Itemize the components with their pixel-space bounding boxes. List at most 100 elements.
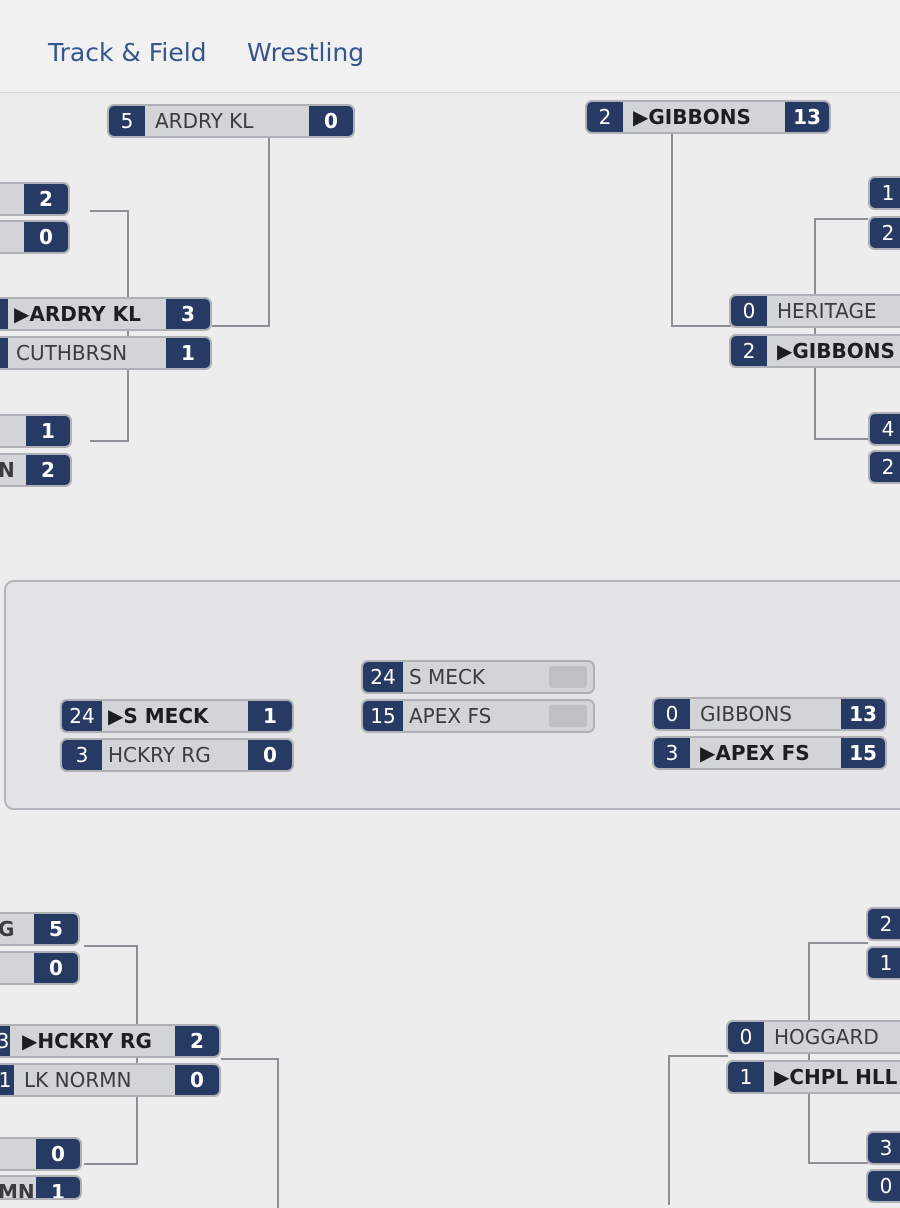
seed-badge: [0, 338, 8, 368]
score-badge: 2: [26, 455, 70, 485]
matchup-r1-top-left-b-top[interactable]: 1: [0, 414, 72, 448]
seed-badge: 0: [728, 1022, 764, 1052]
team-name: N: [0, 455, 15, 485]
seed-badge: 2: [870, 452, 900, 482]
matchup-r1-bottom-left-b-bottom[interactable]: MN 1: [0, 1175, 82, 1200]
score-badge: 0: [309, 106, 353, 136]
seed-badge: 3: [62, 740, 102, 770]
matchup-r1-bottom-right-a-bottom[interactable]: 1: [866, 946, 900, 980]
seed-badge: 0: [868, 1171, 900, 1201]
matchup-r1-bottom-right-a-top[interactable]: 2: [866, 907, 900, 941]
matchup-r1-bottom-right-b-top[interactable]: 3: [866, 1131, 900, 1165]
matchup-semi-bottom-right-loser[interactable]: 0 HOGGARD: [726, 1020, 900, 1054]
seed-badge: 1: [870, 178, 900, 208]
seed-badge: 2: [587, 102, 623, 132]
connector-line: [671, 133, 673, 327]
matchup-champ-right-loser[interactable]: 0 GIBBONS 13: [652, 697, 887, 731]
score-badge: 1: [248, 701, 292, 731]
connector-line: [90, 210, 128, 212]
matchup-final-top-left[interactable]: 5 ARDRY KL 0: [107, 104, 355, 138]
seed-badge: 24: [62, 701, 102, 731]
connector-line: [268, 137, 270, 327]
seed-badge: 24: [363, 662, 403, 692]
seed-badge: 2: [868, 909, 900, 939]
team-name: ▶GIBBONS: [633, 105, 751, 129]
matchup-r1-top-left-a-top[interactable]: 2: [0, 182, 70, 216]
seed-badge: 3: [868, 1133, 900, 1163]
matchup-r1-top-right-b-bottom[interactable]: 2: [868, 450, 900, 484]
score-badge: 13: [785, 102, 829, 132]
score-badge: 0: [24, 222, 68, 252]
matchup-champ-center-top[interactable]: 24 S MECK: [361, 660, 595, 694]
score-badge: 0: [248, 740, 292, 770]
score-badge: 2: [24, 184, 68, 214]
team-name: APEX FS: [409, 704, 492, 728]
matchup-semi-bottom-left-winner[interactable]: 3 ▶HCKRY RG 2: [0, 1024, 221, 1058]
matchup-champ-left-winner[interactable]: 24 ▶S MECK 1: [60, 699, 294, 733]
team-name: ▶GIBBONS: [777, 339, 895, 363]
matchup-semi-top-right-loser[interactable]: 0 HERITAGE: [729, 294, 900, 328]
connector-line: [90, 440, 128, 442]
score-badge: 13: [841, 699, 885, 729]
connector-line: [221, 1058, 279, 1060]
score-badge: 15: [841, 738, 885, 768]
matchup-champ-right-winner[interactable]: 3 ▶APEX FS 15: [652, 736, 887, 770]
tab-wrestling[interactable]: Wrestling: [247, 38, 365, 67]
matchup-semi-top-right-winner[interactable]: 2 ▶GIBBONS: [729, 334, 900, 368]
connector-line: [814, 218, 868, 220]
matchup-semi-bottom-left-loser[interactable]: 1 LK NORMN 0: [0, 1063, 221, 1097]
team-name: ▶CHPL HLL: [774, 1065, 898, 1089]
matchup-r1-top-left-a-bottom[interactable]: 0: [0, 220, 70, 254]
score-badge: 5: [34, 914, 78, 944]
score-badge-empty: [549, 666, 587, 688]
connector-line: [814, 438, 868, 440]
seed-badge: 0: [654, 699, 690, 729]
connector-line: [84, 1163, 138, 1165]
seed-badge: 15: [363, 701, 403, 731]
team-name: LK NORMN: [24, 1068, 132, 1092]
score-badge: 1: [26, 416, 70, 446]
team-name: MN: [0, 1180, 35, 1200]
matchup-r1-bottom-left-a-bottom[interactable]: 0: [0, 951, 80, 985]
matchup-final-top-right[interactable]: 2 ▶GIBBONS 13: [585, 100, 831, 134]
connector-line: [808, 942, 868, 944]
tab-track-and-field[interactable]: Track & Field: [48, 38, 207, 67]
connector-line: [212, 325, 270, 327]
seed-badge: 1: [728, 1062, 764, 1092]
matchup-semi-top-left-loser[interactable]: CUTHBRSN 1: [0, 336, 212, 370]
matchup-r1-bottom-right-b-bottom[interactable]: 0: [866, 1169, 900, 1203]
seed-badge: 4: [870, 414, 900, 444]
connector-line: [277, 1058, 279, 1208]
matchup-semi-bottom-right-winner[interactable]: 1 ▶CHPL HLL: [726, 1060, 900, 1094]
seed-badge: 1: [868, 948, 900, 978]
seed-badge: 2: [870, 218, 900, 248]
team-name: ▶APEX FS: [700, 741, 810, 765]
seed-badge: 1: [0, 1065, 14, 1095]
team-name: ▶ARDRY KL: [14, 302, 141, 326]
seed-badge: 3: [0, 1026, 10, 1056]
connector-line: [668, 1055, 728, 1057]
team-name: ARDRY KL: [155, 109, 254, 133]
matchup-r1-bottom-left-a-top[interactable]: G 5: [0, 912, 80, 946]
matchup-r1-top-right-a-bottom[interactable]: 2: [868, 216, 900, 250]
matchup-r1-bottom-left-b-top[interactable]: 0: [0, 1137, 82, 1171]
connector-line: [668, 1055, 670, 1205]
matchup-r1-top-right-b-top[interactable]: 4: [868, 412, 900, 446]
matchup-champ-center-bottom[interactable]: 15 APEX FS: [361, 699, 595, 733]
matchup-semi-top-left-winner[interactable]: ▶ARDRY KL 3: [0, 297, 212, 331]
seed-badge: 5: [109, 106, 145, 136]
seed-badge: 2: [731, 336, 767, 366]
score-badge: 3: [166, 299, 210, 329]
team-name: HCKRY RG: [108, 743, 211, 767]
seed-badge: 0: [731, 296, 767, 326]
matchup-r1-top-right-a-top[interactable]: 1: [868, 176, 900, 210]
score-badge: 1: [36, 1177, 80, 1198]
matchup-champ-left-loser[interactable]: 3 HCKRY RG 0: [60, 738, 294, 772]
team-name: GIBBONS: [700, 702, 792, 726]
score-badge: 0: [36, 1139, 80, 1169]
score-badge-empty: [549, 705, 587, 727]
matchup-r1-top-left-b-bottom[interactable]: N 2: [0, 453, 72, 487]
connector-line: [808, 1162, 868, 1164]
seed-badge: 3: [654, 738, 690, 768]
team-name: HERITAGE: [777, 299, 877, 323]
